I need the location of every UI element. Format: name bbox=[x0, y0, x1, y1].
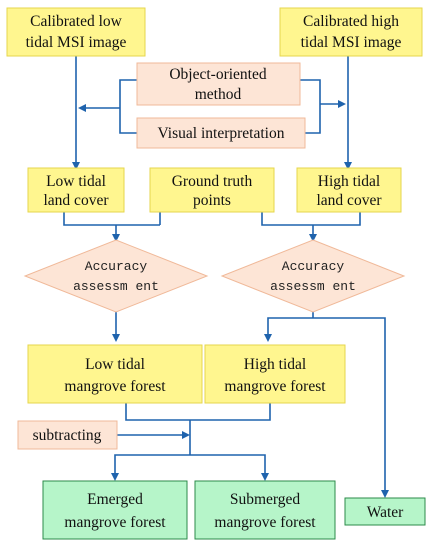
node-calibrated-low-line1: Calibrated low bbox=[30, 13, 122, 30]
node-emerged-line1: Emerged bbox=[87, 491, 143, 508]
node-accuracy-right-line2: assessm ent bbox=[270, 279, 356, 294]
arrow-right-accuracy-to-water bbox=[313, 317, 389, 498]
node-accuracy-assessment-left: Accuracy assessm ent bbox=[23, 239, 209, 313]
arrow-junction-to-submerged bbox=[190, 454, 269, 481]
node-low-cover-line1: Low tidal bbox=[46, 173, 106, 190]
node-subtracting-text: subtracting bbox=[33, 427, 102, 444]
node-low-tidal-mangrove-forest: Low tidal mangrove forest bbox=[27, 344, 203, 404]
node-emerged-mangrove-forest: Emerged mangrove forest bbox=[42, 480, 188, 540]
node-low-cover-line2: land cover bbox=[44, 192, 110, 209]
node-calibrated-low-image: Calibrated low tidal MSI image bbox=[6, 7, 146, 57]
node-high-mangrove-line1: High tidal bbox=[244, 356, 306, 373]
node-visual-interpretation-text: Visual interpretation bbox=[158, 125, 285, 142]
node-low-mangrove-line1: Low tidal bbox=[85, 356, 145, 373]
node-water-text: Water bbox=[367, 504, 404, 521]
node-visual-interpretation: Visual interpretation bbox=[136, 117, 306, 149]
node-submerged-line1: Submerged bbox=[230, 491, 301, 508]
node-water: Water bbox=[344, 497, 426, 526]
node-low-mangrove-line2: mangrove forest bbox=[64, 378, 166, 395]
node-low-tidal-land-cover: Low tidal land cover bbox=[27, 167, 125, 213]
arrow-right-accuracy-to-high-mangrove bbox=[264, 317, 313, 342]
node-accuracy-assessment-right: Accuracy assessm ent bbox=[220, 239, 406, 313]
line-ground-truth-to-right-merge bbox=[261, 212, 361, 226]
node-calibrated-high-image: Calibrated high tidal MSI image bbox=[279, 7, 423, 57]
node-accuracy-left-line1: Accuracy bbox=[85, 259, 148, 274]
node-ground-truth-line1: Ground truth bbox=[172, 173, 253, 190]
node-high-tidal-land-cover: High tidal land cover bbox=[296, 167, 402, 213]
node-submerged-line2: mangrove forest bbox=[214, 514, 316, 531]
node-calibrated-low-line2: tidal MSI image bbox=[26, 34, 127, 51]
methods-bracket-left bbox=[119, 79, 137, 134]
node-submerged-mangrove-forest: Submerged mangrove forest bbox=[194, 480, 336, 540]
line-high-mangrove-down bbox=[190, 403, 271, 421]
node-high-cover-line1: High tidal bbox=[318, 173, 380, 190]
node-calibrated-high-line2: tidal MSI image bbox=[301, 34, 402, 51]
node-subtracting: subtracting bbox=[17, 420, 118, 450]
node-ground-truth-points: Ground truth points bbox=[149, 167, 275, 213]
node-high-mangrove-line2: mangrove forest bbox=[224, 378, 326, 395]
node-accuracy-left-line2: assessm ent bbox=[73, 279, 159, 294]
methods-bracket-right bbox=[300, 79, 321, 134]
node-object-oriented-method: Object-oriented method bbox=[136, 62, 301, 106]
node-high-tidal-mangrove-forest: High tidal mangrove forest bbox=[204, 344, 346, 404]
node-high-cover-line2: land cover bbox=[317, 192, 383, 209]
node-accuracy-right-line1: Accuracy bbox=[282, 259, 345, 274]
line-low-mangrove-down bbox=[125, 403, 190, 421]
connectors bbox=[63, 56, 389, 498]
node-ground-truth-line2: points bbox=[193, 192, 231, 209]
node-calibrated-high-line1: Calibrated high bbox=[303, 13, 399, 30]
node-object-oriented-line1: Object-oriented bbox=[169, 66, 267, 83]
arrow-junction-to-emerged bbox=[111, 454, 190, 481]
node-object-oriented-line2: method bbox=[195, 86, 242, 103]
line-low-cover-to-merge bbox=[63, 212, 160, 226]
node-emerged-line2: mangrove forest bbox=[64, 514, 166, 531]
